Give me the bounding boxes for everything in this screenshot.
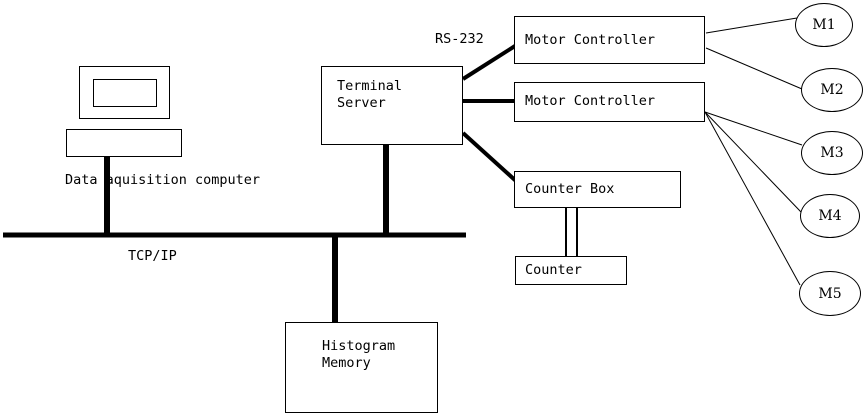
motor-m4[interactable]: M4 bbox=[800, 194, 860, 238]
motor-m5[interactable]: M5 bbox=[799, 271, 861, 316]
terminal-server-to-motor-controller-1-line bbox=[461, 44, 517, 81]
histogram-memory-label-line2: Memory bbox=[322, 355, 371, 371]
motor-m5-label: M5 bbox=[818, 285, 842, 302]
computer-caption: Data aquisition computer bbox=[65, 172, 261, 188]
terminal-server-box[interactable] bbox=[321, 66, 463, 145]
motor-m2-label: M2 bbox=[820, 82, 844, 98]
motor-controller-2-to-m4-line bbox=[704, 111, 802, 213]
counter-box-label: Counter Box bbox=[525, 181, 615, 197]
motor-controller-2-to-m3-line bbox=[704, 111, 803, 146]
counter-box[interactable] bbox=[514, 171, 681, 208]
motor-m1[interactable]: M1 bbox=[795, 3, 853, 47]
rs232-link-label: RS-232 bbox=[435, 31, 484, 47]
motor-controller-2-box[interactable] bbox=[514, 82, 705, 122]
histogram-memory-box[interactable] bbox=[285, 322, 438, 413]
computer-screen-icon bbox=[93, 79, 157, 107]
motor-controller-1-to-m2-line bbox=[705, 47, 803, 90]
histogram-memory-label-line1: Histogram bbox=[322, 338, 396, 354]
motor-m1-label: M1 bbox=[812, 17, 836, 33]
tcpip-bus-label: TCP/IP bbox=[128, 248, 177, 264]
motor-controller-1-to-m1-line bbox=[705, 17, 798, 34]
motor-controller-1-label: Motor Controller bbox=[525, 32, 656, 48]
motor-controller-2-to-m5-line bbox=[704, 111, 801, 286]
terminal-server-to-counter-box-line bbox=[461, 131, 518, 183]
terminal-server-label-line2: Server bbox=[337, 95, 386, 111]
counter-box-readout[interactable] bbox=[515, 256, 627, 285]
computer-base-icon bbox=[66, 129, 182, 157]
motor-m3-label: M3 bbox=[820, 145, 844, 161]
motor-controller-1-box[interactable] bbox=[514, 16, 705, 64]
terminal-server-label-line1: Terminal bbox=[337, 78, 403, 94]
motor-m2[interactable]: M2 bbox=[801, 68, 863, 112]
counter-label: Counter bbox=[525, 262, 582, 278]
motor-m3[interactable]: M3 bbox=[801, 131, 863, 175]
motor-m4-label: M4 bbox=[818, 208, 842, 224]
motor-controller-2-label: Motor Controller bbox=[525, 93, 656, 109]
